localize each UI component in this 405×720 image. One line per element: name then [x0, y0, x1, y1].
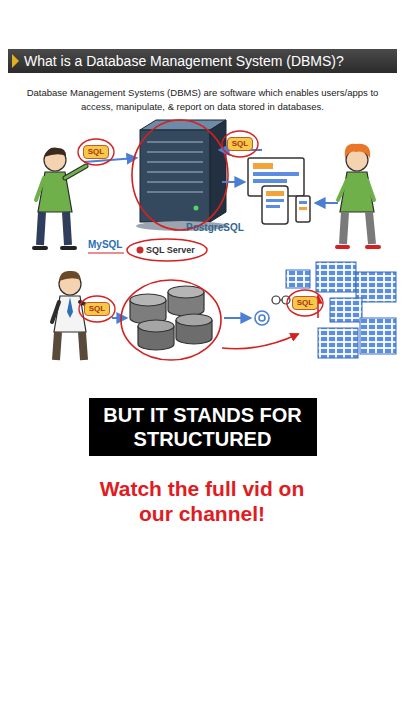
caption-band: BUT IT STANDS FOR STRUCTURED [89, 398, 317, 456]
highlight-circle [287, 290, 323, 316]
at-symbol [255, 311, 269, 325]
node-text: BUT IT STANDS FOR STRUCTURED [97, 403, 309, 451]
devices [248, 158, 310, 224]
data-tables [286, 262, 396, 358]
logo-text: MySQL [88, 239, 122, 251]
bullet-triangle [12, 54, 19, 68]
sql-badge: SQL [227, 137, 253, 151]
arrow [112, 317, 126, 319]
logo-text: SQL Server [146, 244, 195, 256]
title-text: What is a Database Management System (DB… [24, 52, 344, 70]
arrow [224, 317, 250, 319]
highlight-circle [121, 280, 221, 360]
sql-badge: SQL [292, 296, 318, 310]
description: Database Management Systems (DBMS) are s… [20, 86, 385, 114]
highlight-circle [222, 131, 258, 157]
node-text: SQL [232, 139, 248, 149]
highlight-circle [78, 139, 114, 165]
arrow [316, 202, 338, 204]
arrow [222, 181, 244, 183]
node-text: SQL [89, 304, 105, 314]
person-top-left [34, 147, 86, 248]
highlight-circle [132, 120, 228, 230]
red-arrow [222, 334, 298, 349]
node-text: SQL [88, 147, 104, 157]
highlight-circle [79, 296, 115, 322]
person-right [337, 144, 379, 247]
title-bar [8, 49, 397, 73]
call-to-action: Watch the full vid on our channel! [86, 476, 318, 526]
node-text: SQL [297, 298, 313, 308]
database-cylinders [130, 286, 212, 350]
logo-text: PostgreSQL [186, 222, 244, 234]
underline [88, 252, 124, 253]
sql-server-icon [137, 247, 144, 254]
sql-badge: SQL [83, 145, 109, 159]
sql-badge: SQL [84, 302, 110, 316]
highlight-circle [127, 239, 207, 261]
